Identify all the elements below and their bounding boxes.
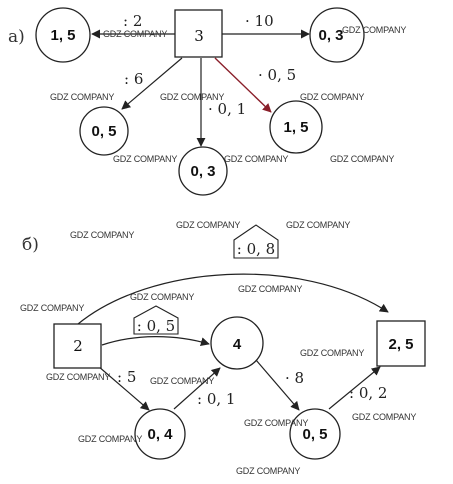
start-square (53, 323, 102, 369)
node-lower-right-value: 0, 5 (302, 426, 327, 443)
edge-center-to-bottom-right (214, 57, 272, 113)
center-value: 3 (194, 27, 204, 45)
op-lower-left-to-middle: : 0, 1 (197, 390, 235, 408)
node-right (309, 7, 365, 63)
op-bottom-left: : 6 (124, 70, 143, 88)
end-value: 2, 5 (388, 336, 413, 353)
node-bottom-right (269, 100, 323, 154)
watermark: GDZ COMPANY (103, 29, 167, 39)
start-value: 2 (73, 337, 83, 355)
node-bottom-left (79, 106, 129, 156)
op-top-arc: : 0, 8 (237, 240, 275, 258)
watermark: GDZ COMPANY (160, 92, 224, 102)
watermark: GDZ COMPANY (78, 434, 142, 444)
part-b: б) 2 2, 5 4 0, 4 0, 5 : 0, 8 : 0, 5 : 5 … (22, 224, 426, 460)
watermarks: GDZ COMPANY GDZ COMPANY GDZ COMPANY GDZ … (20, 25, 417, 476)
watermark: GDZ COMPANY (352, 412, 416, 422)
node-middle (210, 316, 264, 370)
part-a-label: а) (8, 27, 25, 47)
watermark: GDZ COMPANY (300, 348, 364, 358)
watermark: GDZ COMPANY (70, 230, 134, 240)
watermark: GDZ COMPANY (236, 466, 300, 476)
watermark: GDZ COMPANY (342, 25, 406, 35)
watermark: GDZ COMPANY (50, 92, 114, 102)
pentagon-start-to-middle (133, 305, 179, 335)
op-left: : 2 (123, 12, 142, 30)
watermark: GDZ COMPANY (46, 372, 110, 382)
part-a: а) 3 1, 5 0, 3 0, 5 0, 3 1, 5 : 2 · 10 :… (8, 7, 365, 196)
watermark: GDZ COMPANY (176, 220, 240, 230)
edge-start-to-middle (101, 336, 210, 347)
edge-lower-right-to-end (328, 366, 381, 410)
op-right: · 10 (245, 12, 274, 30)
watermark: GDZ COMPANY (330, 154, 394, 164)
watermark: GDZ COMPANY (244, 418, 308, 428)
node-bottom-right-value: 1, 5 (283, 119, 308, 136)
edge-start-to-end (77, 273, 389, 325)
edge-middle-to-lower-right (255, 359, 300, 411)
op-start-to-middle: : 0, 5 (137, 317, 175, 335)
watermark: GDZ COMPANY (113, 154, 177, 164)
watermark: GDZ COMPANY (150, 376, 214, 386)
watermark: GDZ COMPANY (130, 292, 194, 302)
node-left (35, 7, 91, 63)
node-middle-value: 4 (233, 336, 242, 353)
watermark: GDZ COMPANY (300, 92, 364, 102)
watermark: GDZ COMPANY (286, 220, 350, 230)
op-middle-to-lower-right: · 8 (285, 369, 304, 387)
watermark: GDZ COMPANY (224, 154, 288, 164)
node-lower-left-value: 0, 4 (147, 426, 173, 443)
edge-start-to-lower-left (97, 365, 150, 411)
node-bottom-value: 0, 3 (190, 163, 215, 180)
center-square (174, 9, 223, 58)
watermark: GDZ COMPANY (238, 284, 302, 294)
edge-lower-left-to-middle (173, 367, 221, 410)
watermark: GDZ COMPANY (20, 303, 84, 313)
part-b-label: б) (22, 235, 39, 255)
op-lower-right-to-end: : 0, 2 (349, 384, 387, 402)
edge-center-to-bottom-left (121, 57, 183, 110)
node-left-value: 1, 5 (50, 27, 75, 44)
op-bottom-right: · 0, 5 (258, 66, 296, 84)
node-lower-right (289, 408, 341, 460)
end-square (376, 320, 426, 367)
op-start-to-lower-left: : 5 (117, 368, 136, 386)
node-lower-left (134, 408, 186, 460)
node-bottom (178, 146, 228, 196)
node-bottom-left-value: 0, 5 (91, 123, 116, 140)
op-bottom: · 0, 1 (208, 100, 246, 118)
pentagon-top-arc (233, 224, 279, 259)
node-right-value: 0, 3 (318, 27, 343, 44)
